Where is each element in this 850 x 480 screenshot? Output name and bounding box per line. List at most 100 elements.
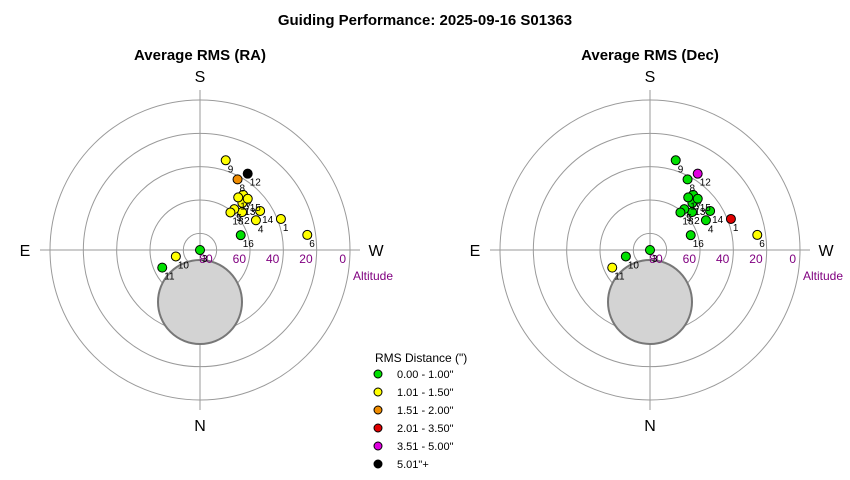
legend-entry-3: 2.01 - 3.50": [397, 423, 454, 435]
altitude-tick-40: 40: [716, 252, 730, 266]
data-point-12: [692, 168, 703, 179]
obstruction-disc: [157, 259, 243, 345]
data-point-8: [682, 174, 693, 185]
data-point-label-3: 3: [652, 254, 658, 265]
data-point-label-4: 4: [708, 224, 714, 235]
data-point-label-7: 7: [245, 199, 251, 210]
data-point-label-1: 1: [733, 223, 739, 234]
data-point-label-1: 1: [283, 223, 289, 234]
legend-entry-0: 0.00 - 1.00": [397, 369, 454, 381]
data-point-label-16: 16: [693, 239, 705, 250]
data-point-label-17: 17: [690, 201, 702, 212]
data-point-label-15: 15: [700, 203, 712, 214]
legend-swatch-4: [373, 441, 383, 451]
data-point-3: [195, 245, 205, 255]
legend-swatch-0: [373, 369, 383, 379]
altitude-tick-20: 20: [749, 252, 763, 266]
legend-swatch-5: [373, 459, 383, 469]
data-point-6: [752, 229, 763, 240]
legend-swatch-2: [373, 405, 383, 415]
altitude-tick-20: 20: [299, 252, 313, 266]
data-point-label-17: 17: [240, 201, 252, 212]
data-point-12: [242, 168, 253, 179]
direction-label-north: N: [194, 418, 206, 435]
direction-label-south: S: [645, 69, 656, 86]
altitude-tick-80: 80: [649, 252, 663, 266]
altitude-tick-60: 60: [683, 252, 697, 266]
data-point-1: [275, 213, 286, 224]
data-point-label-11: 11: [614, 272, 625, 283]
data-point-label-10: 10: [628, 260, 640, 271]
legend-title: RMS Distance ("): [375, 351, 467, 365]
obstruction-disc: [607, 259, 693, 345]
data-point-6: [302, 229, 313, 240]
data-point-1: [725, 213, 736, 224]
data-point-18: [225, 207, 236, 218]
data-point-17: [233, 192, 244, 203]
legend-swatch-3: [373, 423, 383, 433]
altitude-tick-40: 40: [266, 252, 280, 266]
altitude-tick-0: 0: [339, 252, 346, 266]
legend-entry-4: 3.51 - 5.00": [397, 441, 454, 453]
data-point-label-12: 12: [700, 178, 712, 189]
data-point-3: [645, 245, 655, 255]
data-point-10: [620, 251, 631, 262]
data-point-label-18: 18: [232, 216, 244, 227]
legend-entry-5: 5.01"+: [397, 459, 429, 471]
data-point-10: [170, 251, 181, 262]
data-point-label-18: 18: [682, 216, 694, 227]
data-point-label-5: 5: [686, 213, 692, 224]
data-point-label-13: 13: [244, 207, 256, 218]
legend-entry-1: 1.01 - 1.50": [397, 387, 454, 399]
altitude-axis-label: Altitude: [803, 269, 843, 283]
direction-label-north: N: [644, 418, 656, 435]
data-point-label-9: 9: [228, 164, 234, 175]
direction-label-south: S: [195, 69, 206, 86]
data-point-label-6: 6: [759, 239, 765, 250]
data-point-label-4: 4: [258, 224, 264, 235]
data-point-14: [705, 205, 716, 216]
data-point-label-2: 2: [694, 216, 700, 227]
legend: RMS Distance (") 0.00 - 1.00" 1.01 - 1.50"…: [373, 351, 467, 471]
altitude-axis-label: Altitude: [353, 269, 393, 283]
legend-entry-2: 1.51 - 2.00": [397, 405, 454, 417]
data-point-label-6: 6: [309, 239, 315, 250]
data-point-label-12: 12: [250, 178, 262, 189]
direction-label-west: W: [368, 243, 384, 260]
figure-title: Guiding Performance: 2025-09-16 S01363: [278, 12, 572, 29]
direction-label-west: W: [818, 243, 834, 260]
data-point-label-16: 16: [243, 239, 255, 250]
altitude-tick-0: 0: [789, 252, 796, 266]
data-point-label-13: 13: [694, 207, 706, 218]
data-point-label-7: 7: [695, 199, 701, 210]
data-point-9: [220, 155, 231, 166]
data-point-label-14: 14: [262, 215, 274, 226]
data-point-14: [255, 205, 266, 216]
data-point-16: [685, 230, 696, 241]
data-point-4: [700, 215, 711, 226]
data-point-label-9: 9: [678, 164, 684, 175]
altitude-tick-60: 60: [233, 252, 247, 266]
data-point-15: [692, 193, 703, 204]
chart-title: Average RMS (RA): [134, 47, 266, 64]
chart-title: Average RMS (Dec): [581, 47, 719, 64]
data-point-11: [607, 262, 618, 273]
data-point-11: [157, 262, 168, 273]
data-point-16: [235, 230, 246, 241]
data-point-15: [242, 193, 253, 204]
data-point-label-10: 10: [178, 260, 190, 271]
data-point-17: [683, 192, 694, 203]
data-point-label-8: 8: [690, 183, 696, 194]
direction-label-east: E: [20, 243, 31, 260]
data-point-label-8: 8: [240, 183, 246, 194]
direction-label-east: E: [470, 243, 481, 260]
data-point-4: [250, 215, 261, 226]
altitude-tick-80: 80: [199, 252, 213, 266]
data-point-8: [232, 174, 243, 185]
data-point-18: [675, 207, 686, 218]
data-point-label-11: 11: [164, 272, 175, 283]
